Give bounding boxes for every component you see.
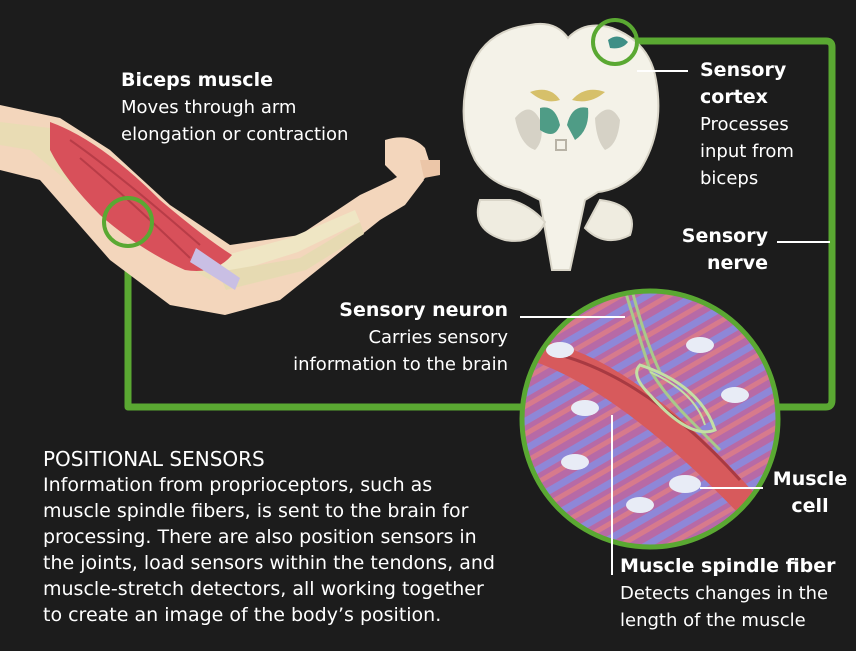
sensory-pathway-line	[124, 37, 836, 411]
nerve-title-2: nerve	[706, 252, 768, 274]
muscle-cell-title-2: cell	[791, 495, 829, 517]
positional-line: muscle-stretch detectors, all working to…	[43, 578, 484, 600]
biceps-desc-1: Moves through arm	[121, 97, 297, 118]
spindle-desc-2: length of the muscle	[620, 610, 806, 631]
cortex-title-2: cortex	[700, 86, 768, 108]
positional-line: processing. There are also position sens…	[43, 526, 477, 548]
positional-line: muscle spindle fibers, is sent to the br…	[43, 500, 469, 522]
positional-sensors-text: POSITIONAL SENSORS Information from prop…	[43, 446, 543, 628]
positional-line: to create an image of the body’s positio…	[43, 604, 442, 626]
neuron-desc-1: Carries sensory	[368, 327, 508, 348]
biceps-desc-2: elongation or contraction	[121, 124, 349, 145]
positional-heading: POSITIONAL SENSORS	[43, 447, 265, 471]
cortex-label: Sensory cortex Processes input from bice…	[700, 57, 794, 192]
biceps-title: Biceps muscle	[121, 69, 273, 91]
muscle-cell-label: Muscle cell	[770, 466, 850, 520]
positional-line: the joints, load sensors within the tend…	[43, 552, 495, 574]
brain-illustration	[462, 18, 660, 271]
neuron-title: Sensory neuron	[339, 299, 508, 321]
neuron-desc-2: information to the brain	[293, 354, 508, 375]
nerve-label: Sensory nerve	[660, 223, 768, 277]
cortex-desc-2: input from	[700, 141, 794, 162]
biceps-label: Biceps muscle Moves through arm elongati…	[121, 67, 348, 148]
nerve-title-1: Sensory	[681, 225, 768, 247]
spindle-title: Muscle spindle fiber	[620, 555, 836, 577]
cortex-desc-3: biceps	[700, 168, 759, 189]
muscle-cell-title-1: Muscle	[772, 468, 848, 490]
cortex-desc-1: Processes	[700, 114, 789, 135]
muscle-spindle-inset	[519, 288, 781, 550]
neuron-label: Sensory neuron Carries sensory informati…	[260, 297, 508, 378]
spindle-desc-1: Detects changes in the	[620, 583, 829, 604]
arm-illustration	[0, 105, 440, 315]
cortex-title-1: Sensory	[700, 59, 787, 81]
positional-line: Information from proprioceptors, such as	[43, 474, 433, 496]
spindle-label: Muscle spindle fiber Detects changes in …	[620, 553, 836, 634]
